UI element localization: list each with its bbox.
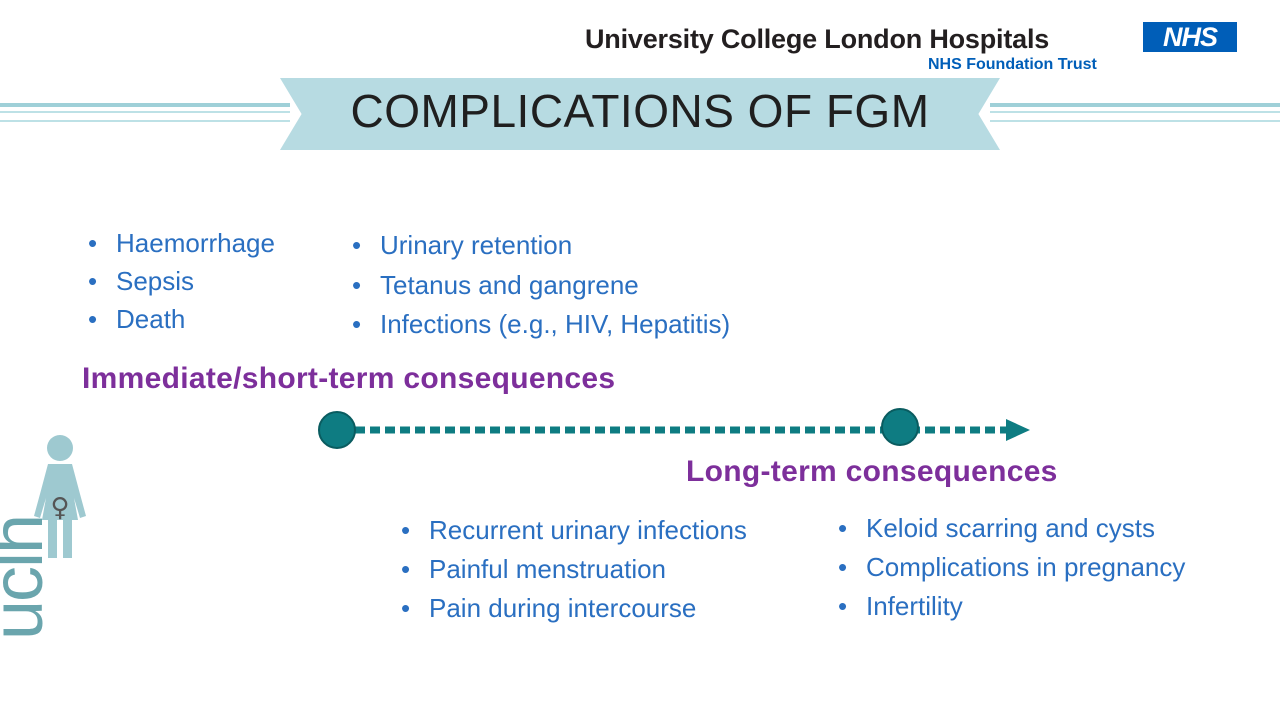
timeline-start-node bbox=[318, 411, 356, 449]
immediate-heading: Immediate/short-term consequences bbox=[82, 362, 616, 395]
list-item: Painful menstruation bbox=[399, 550, 747, 589]
banner-rule-right-thin bbox=[990, 111, 1280, 113]
banner-rule-left bbox=[0, 103, 290, 107]
list-item: Pain during intercourse bbox=[399, 589, 747, 628]
trust-name: NHS Foundation Trust bbox=[928, 56, 1097, 73]
timeline-arrowhead bbox=[1006, 419, 1030, 441]
list-item: Sepsis bbox=[86, 262, 275, 300]
timeline-mid-node bbox=[881, 408, 919, 446]
immediate-list-2: Urinary retention Tetanus and gangrene I… bbox=[350, 226, 730, 345]
list-item: Death bbox=[86, 300, 275, 338]
female-figure-icon: ♀ bbox=[34, 435, 86, 558]
list-item: Haemorrhage bbox=[86, 224, 275, 262]
timeline-arrow bbox=[318, 408, 1030, 449]
list-item: Urinary retention bbox=[350, 226, 730, 266]
list-item: Complications in pregnancy bbox=[836, 548, 1185, 587]
banner-rule-left-lower bbox=[0, 120, 290, 122]
list-item: Infections (e.g., HIV, Hepatitis) bbox=[350, 305, 730, 345]
list-item: Tetanus and gangrene bbox=[350, 266, 730, 306]
long-term-list-1: Recurrent urinary infections Painful men… bbox=[399, 511, 747, 628]
long-term-heading: Long-term consequences bbox=[686, 455, 1058, 488]
banner-rule-left-thin bbox=[0, 111, 290, 113]
immediate-list-1: Haemorrhage Sepsis Death bbox=[86, 224, 275, 338]
nhs-logo: NHS bbox=[1143, 22, 1237, 52]
hospital-name: University College London Hospitals bbox=[585, 24, 1050, 54]
title-banner bbox=[280, 78, 1000, 150]
list-item: Keloid scarring and cysts bbox=[836, 509, 1185, 548]
list-item: Infertility bbox=[836, 587, 1185, 626]
long-term-list-2: Keloid scarring and cysts Complications … bbox=[836, 509, 1185, 626]
banner-rule-right-lower bbox=[990, 120, 1280, 122]
slide-title: COMPLICATIONS OF FGM bbox=[350, 85, 930, 137]
banner-rule-right bbox=[990, 103, 1280, 107]
female-symbol-icon: ♀ bbox=[50, 493, 69, 523]
uclh-logo: uclh bbox=[0, 515, 58, 640]
list-item: Recurrent urinary infections bbox=[399, 511, 747, 550]
